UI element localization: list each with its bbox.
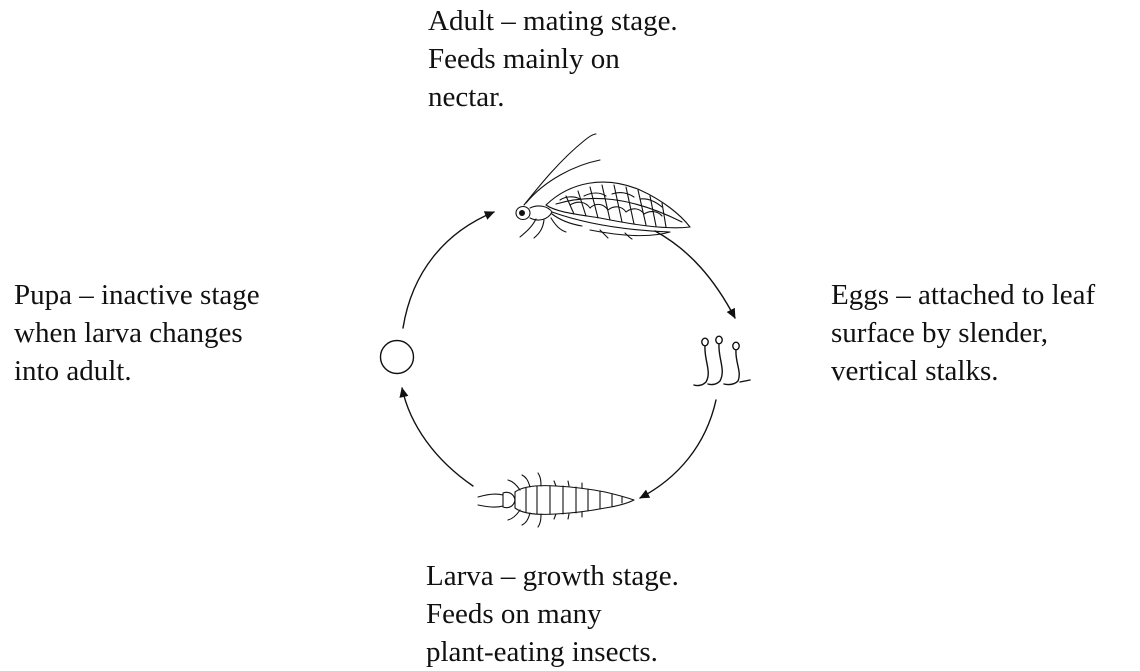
arrow-pupa-to-adult — [403, 212, 494, 328]
arrow-larva-to-pupa — [402, 388, 473, 486]
arrow-eggs-to-larva — [640, 400, 716, 498]
arrow-adult-to-eggs — [655, 231, 735, 318]
lacewing-larva-icon — [478, 473, 634, 527]
lacewing-adult-icon — [516, 134, 690, 239]
stalked-eggs-icon — [694, 336, 750, 385]
pupa-circle-icon — [381, 341, 414, 374]
